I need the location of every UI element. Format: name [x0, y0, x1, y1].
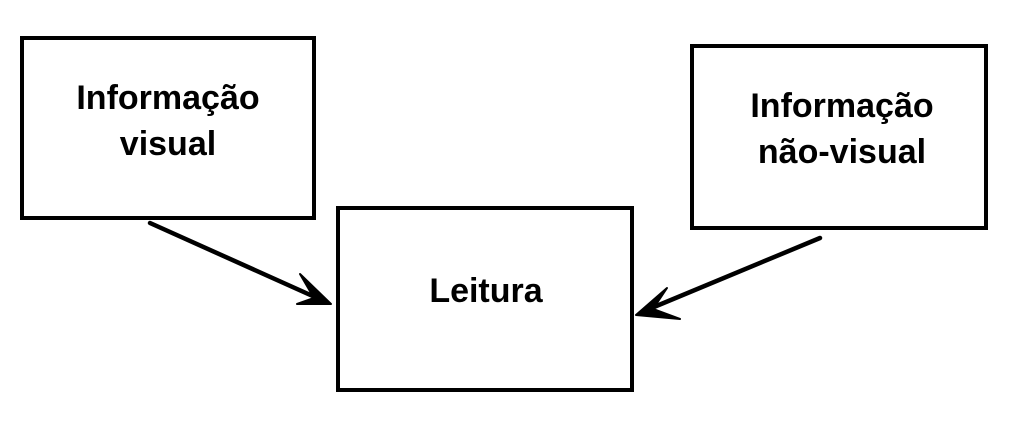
arrow-nonvisual-to-reading [635, 235, 823, 320]
arrow-nonvisual-shaft [639, 235, 823, 315]
arrow-visual-to-reading [147, 220, 332, 305]
visual-information-line-2: visual [119, 125, 217, 163]
visual-information-box: Informação visual [20, 36, 316, 220]
visual-information-label: Informação visual [76, 75, 259, 167]
reading-label: Leitura [429, 272, 543, 310]
reading-box: Leitura [336, 206, 634, 392]
nonvisual-information-line-2: não-visual [757, 133, 927, 171]
arrow-nonvisual-head-icon [635, 287, 681, 320]
reading-label-wrap: Leitura [429, 268, 542, 314]
nonvisual-information-box: Informação não-visual [690, 44, 988, 230]
arrow-visual-shaft [147, 220, 329, 305]
nonvisual-information-line-1: Informação [750, 87, 934, 125]
visual-information-line-1: Informação [76, 79, 260, 117]
nonvisual-information-label: Informação não-visual [750, 83, 933, 175]
arrow-visual-head-icon [296, 273, 332, 305]
